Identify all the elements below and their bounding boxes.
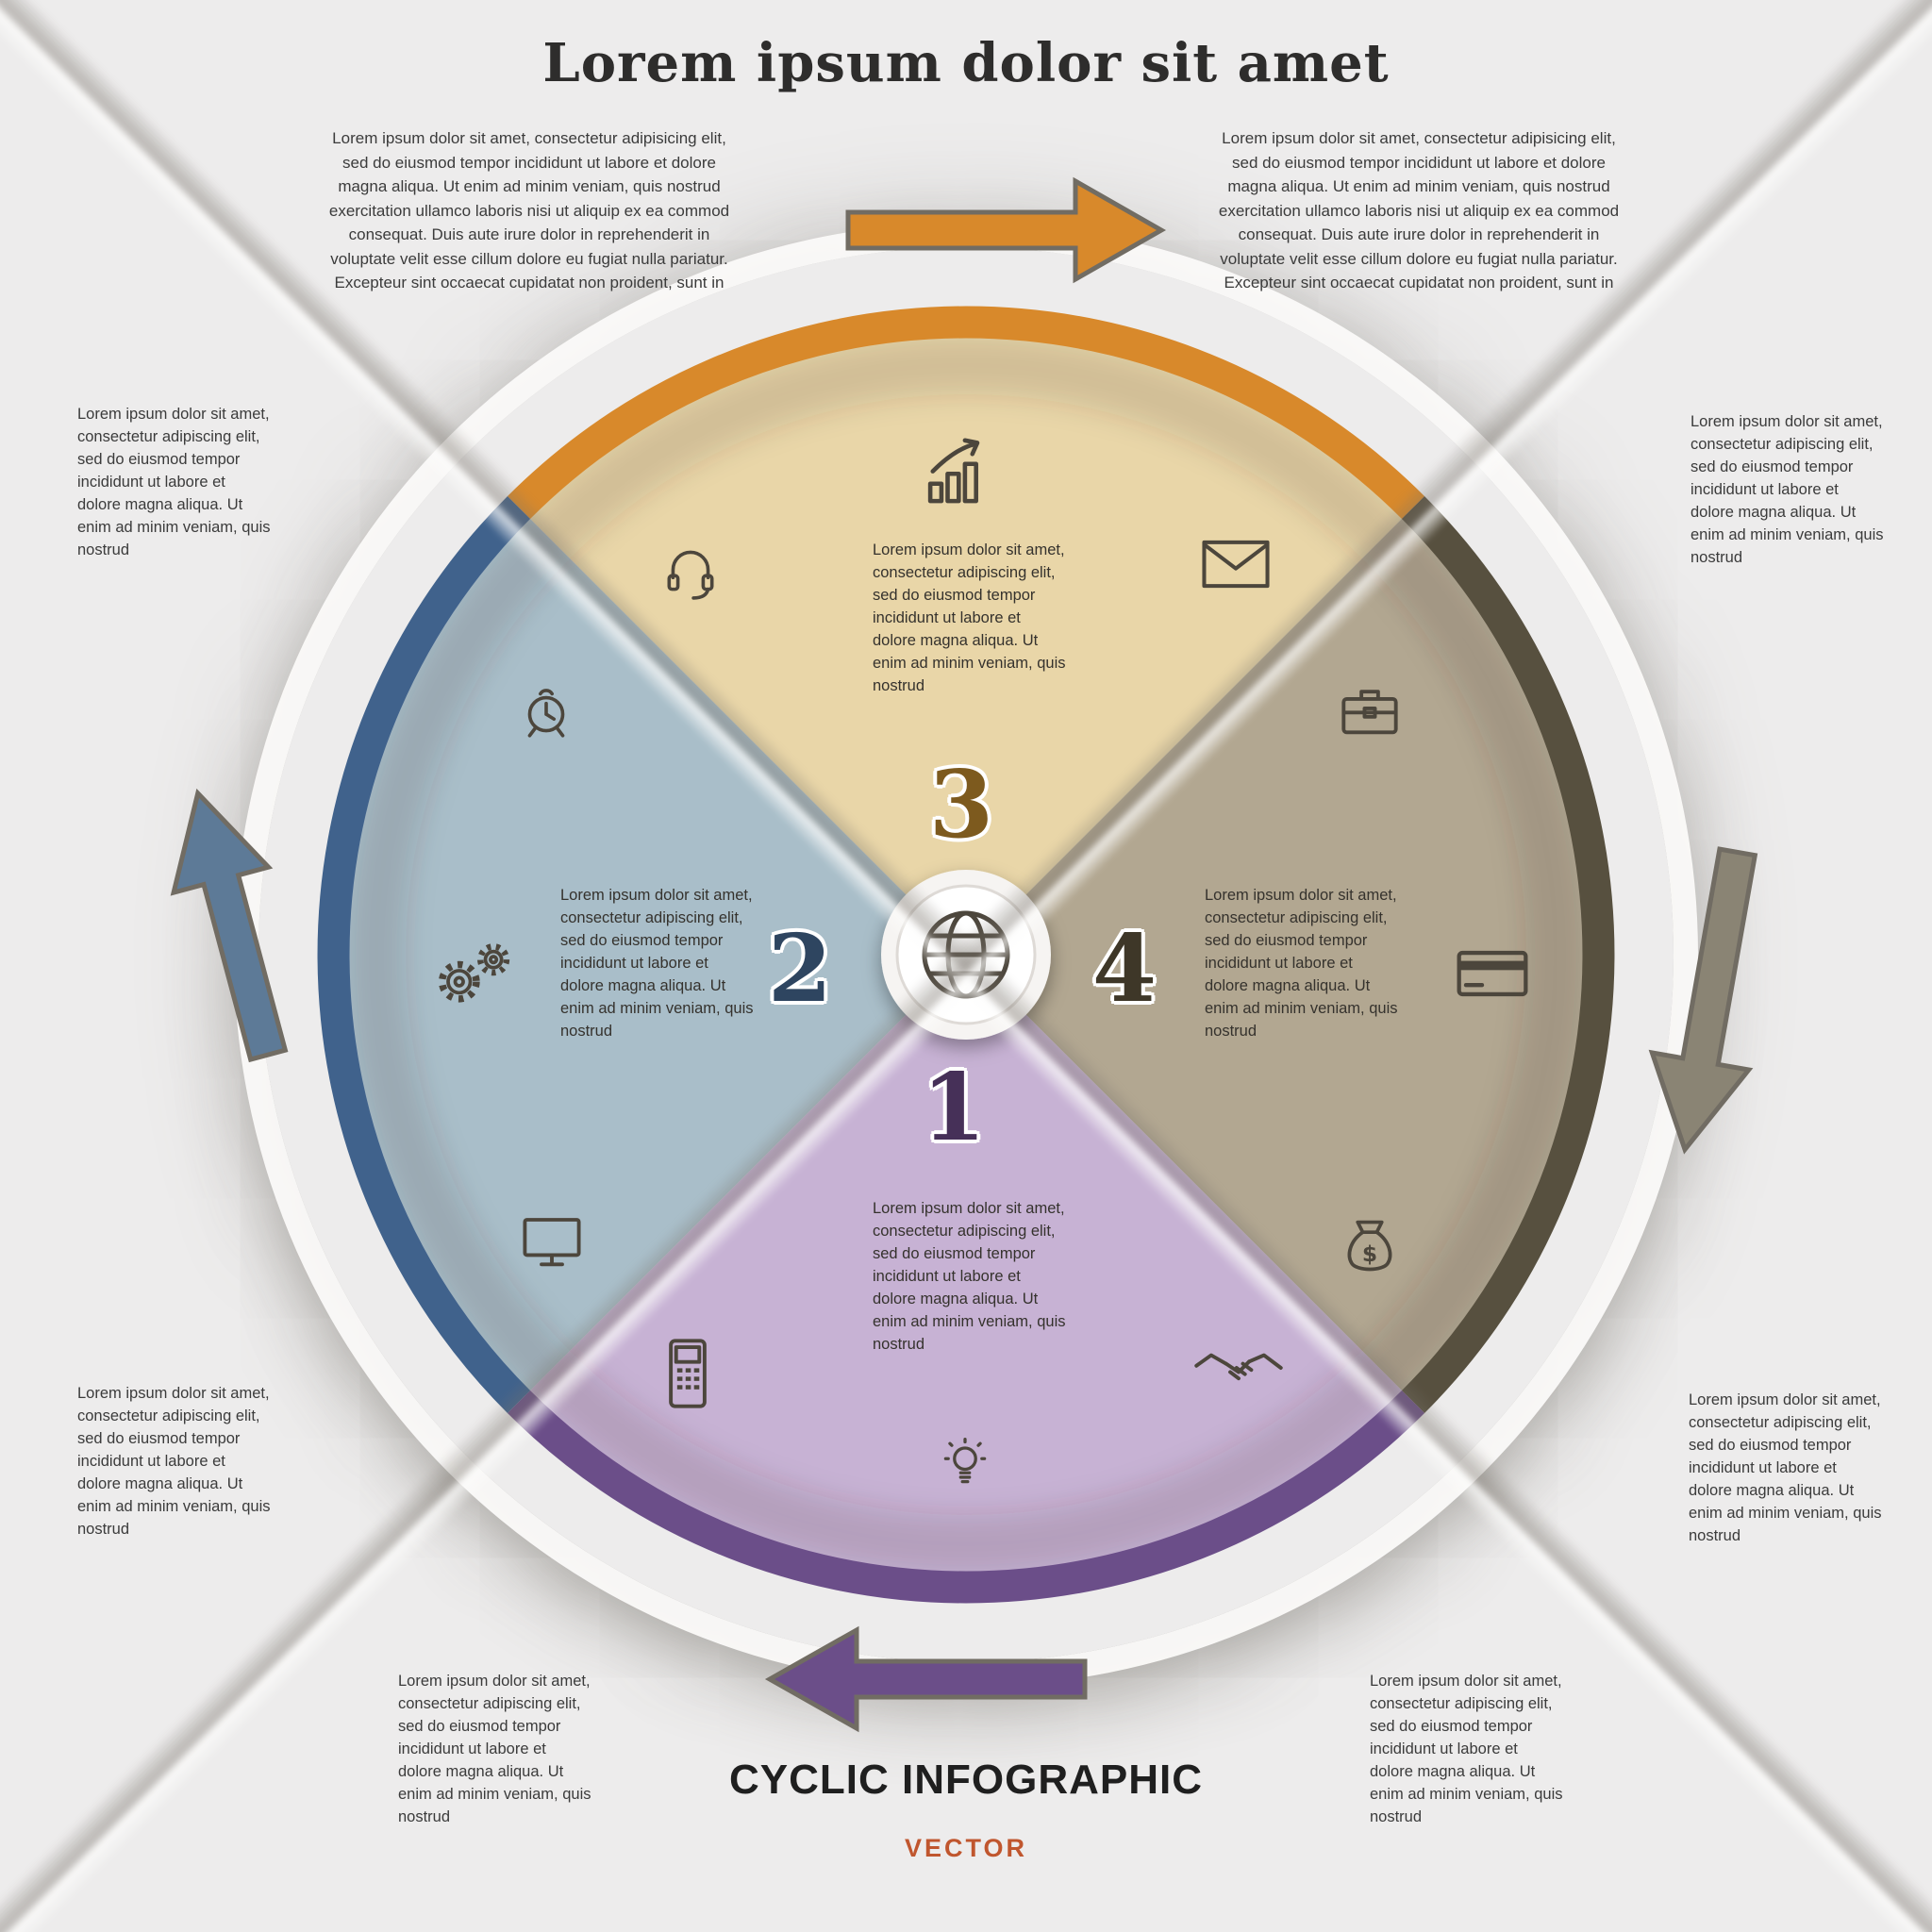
slice-4-text: Lorem ipsum dolor sit amet, consectetur … — [1205, 887, 1398, 1040]
footer-subheading: VECTOR — [904, 1834, 1028, 1862]
gears-icon — [433, 937, 522, 1007]
credit-card-icon — [1456, 947, 1529, 1000]
step-number-3: 3 — [928, 750, 994, 859]
briefcase-icon — [1336, 680, 1404, 739]
paragraph-mid-right: Lorem ipsum dolor sit amet, consectetur … — [1690, 413, 1884, 566]
paragraph-top-right: Lorem ipsum dolor sit amet, consectetur … — [1218, 129, 1620, 291]
step-number-1: 1 — [921, 1053, 987, 1162]
paragraph-lower-left: Lorem ipsum dolor sit amet, consectetur … — [77, 1385, 271, 1538]
paragraph-top-left: Lorem ipsum dolor sit amet, consectetur … — [328, 129, 730, 291]
headset-icon — [659, 539, 722, 601]
slice-1-text: Lorem ipsum dolor sit amet, consectetur … — [873, 1200, 1066, 1353]
paragraph-lower-right: Lorem ipsum dolor sit amet, consectetur … — [1689, 1391, 1882, 1544]
monitor-icon — [518, 1209, 586, 1272]
svg-text:$: $ — [1362, 1241, 1377, 1267]
envelope-icon — [1201, 538, 1271, 591]
growth-chart-icon — [918, 429, 997, 508]
slice-3-text: Lorem ipsum dolor sit amet, consectetur … — [873, 541, 1066, 694]
step-number-4: 4 — [1091, 914, 1158, 1024]
handshake-icon — [1194, 1338, 1283, 1398]
alarm-clock-icon — [515, 681, 577, 743]
mobile-phone-icon — [662, 1338, 713, 1409]
footer-heading: CYCLIC INFOGRAPHIC — [729, 1757, 1203, 1803]
step-number-2: 2 — [767, 914, 833, 1024]
lightbulb-icon — [937, 1432, 993, 1492]
paragraph-mid-left: Lorem ipsum dolor sit amet, consectetur … — [77, 406, 271, 558]
slice-2-text: Lorem ipsum dolor sit amet, consectetur … — [560, 887, 754, 1040]
paragraph-bottom-left: Lorem ipsum dolor sit amet, consectetur … — [398, 1673, 591, 1825]
money-bag-icon: $ — [1338, 1213, 1402, 1277]
paragraph-bottom-right: Lorem ipsum dolor sit amet, consectetur … — [1370, 1673, 1563, 1825]
page-title: Lorem ipsum dolor sit amet — [542, 32, 1390, 94]
